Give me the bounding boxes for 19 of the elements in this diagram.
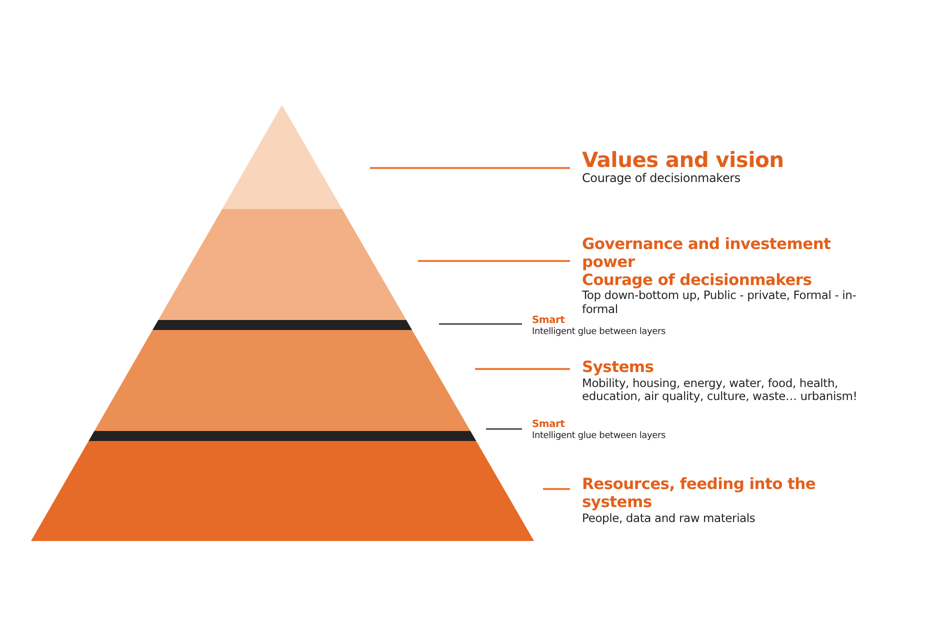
layer-description: Top down-bottom up, Public - private, Formal - in-formal [582,289,858,316]
layer-description: Intelligent glue between layers [532,326,666,337]
layer-description: Courage of decisionmakers [582,172,742,186]
leader-line [370,167,570,169]
layer-heading: Resources, feeding into the systems [582,476,817,512]
layer-heading: Governance and investement power [582,236,832,272]
leader-line [486,428,522,430]
layer-heading: Smart [532,315,566,326]
layer-heading: Courage of decisionmakers [582,272,813,290]
layer-description: Intelligent glue between layers [532,430,666,441]
leader-line [475,368,570,370]
layer-heading: Smart [532,419,566,430]
leader-line [543,488,570,490]
layer-heading: Systems [582,359,655,377]
leader-line [418,260,570,262]
layer-description: People, data and raw materials [582,512,756,525]
leader-line [439,323,522,325]
layer-heading: Values and vision [582,148,785,172]
layer-description: Mobility, housing, energy, water, food, health, education, air quality, culture, waste… urbanism! [582,376,858,404]
